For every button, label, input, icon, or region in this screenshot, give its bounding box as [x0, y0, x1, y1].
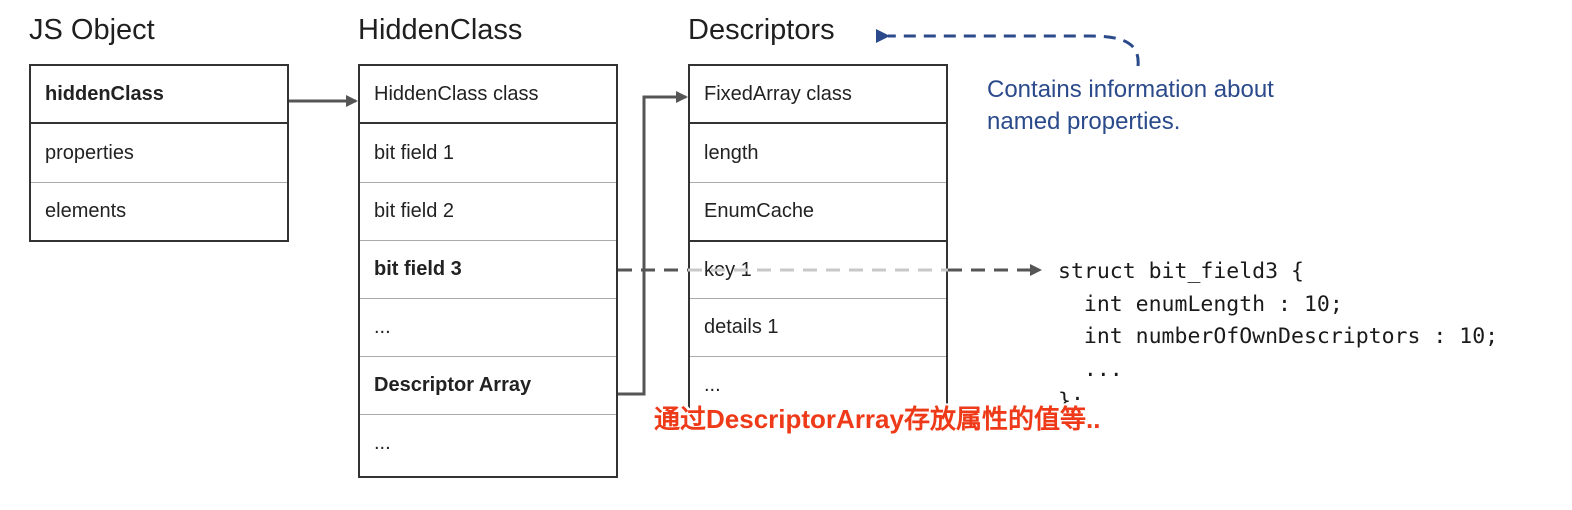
descriptors-cell-details-1: details 1: [690, 298, 946, 356]
descriptors-cell-enumcache: EnumCache: [690, 182, 946, 240]
descriptors-cell-fixedarray-class: FixedArray class: [690, 66, 946, 124]
descriptors-cell-length: length: [704, 141, 759, 164]
named-properties-note: Contains information about named propert…: [987, 76, 1274, 135]
arrow-descriptor-array-to-descriptors: [618, 91, 688, 396]
hidden-class-cell-ellipsis-1: ...: [360, 298, 616, 356]
hidden-class-cell-bit-field-1: bit field 1: [374, 141, 455, 164]
hidden-class-box: HiddenClass class bit field 1 bit field …: [358, 64, 618, 478]
hidden-class-cell-class: HiddenClass class: [360, 66, 616, 124]
overlay-caption: 通过DescriptorArray存放属性的值等..: [654, 404, 1101, 434]
hidden-class-cell-ellipsis-2: ...: [360, 414, 616, 472]
js-object-title: JS Object: [29, 14, 155, 46]
hidden-class-cell-bit-field-2: bit field 2: [360, 182, 616, 240]
descriptors-box: FixedArray class length EnumCache key 1 …: [688, 64, 948, 420]
bit-field3-struct-code: struct bit_field3 { int enumLength : 10;…: [1058, 259, 1499, 414]
descriptors-cell-ellipsis: ...: [690, 356, 946, 414]
note-dashed-arrow: [876, 29, 1140, 67]
descriptors-title: Descriptors: [688, 14, 835, 46]
js-object-cell-properties: properties: [45, 141, 134, 164]
hidden-class-cell-bit-field-3: bit field 3: [360, 240, 616, 298]
hidden-class-title: HiddenClass: [358, 14, 523, 46]
descriptors-cell-key-1: key 1: [690, 240, 946, 298]
js-object-box: hiddenClass properties elements: [29, 64, 289, 242]
hidden-class-cell-descriptor-array: Descriptor Array: [360, 356, 616, 414]
js-object-cell-elements: elements: [31, 182, 287, 240]
js-object-cell-hiddenclass: hiddenClass: [31, 66, 287, 124]
